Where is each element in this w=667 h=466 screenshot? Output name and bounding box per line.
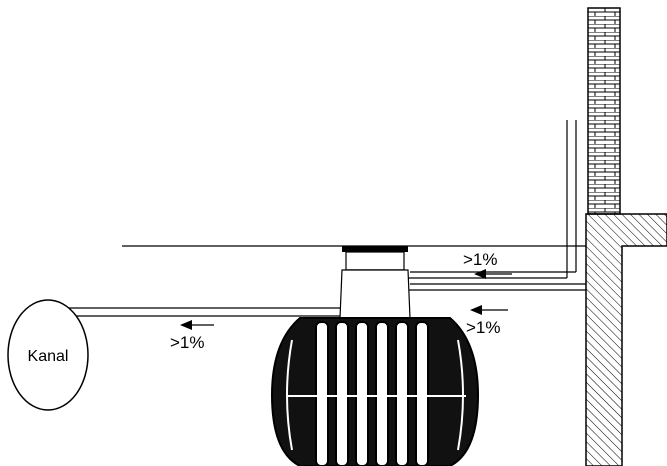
slope-label-overflow: >1% bbox=[170, 333, 205, 352]
slope-indicator-overflow: >1% bbox=[170, 320, 214, 352]
sewer-ellipse bbox=[7, 299, 89, 411]
slope-label-house: >1% bbox=[466, 318, 501, 337]
roof-downpipe bbox=[566, 120, 577, 278]
slope-indicator-roof: >1% bbox=[463, 250, 512, 279]
slope-label-roof: >1% bbox=[463, 250, 498, 269]
cistern-tank bbox=[270, 317, 480, 466]
sewer-label: Kanal bbox=[28, 348, 69, 365]
brick-wall bbox=[587, 7, 621, 215]
tank-dome bbox=[339, 246, 411, 319]
overflow-pipe bbox=[66, 307, 342, 317]
slope-indicator-house: >1% bbox=[466, 305, 508, 337]
building-foundation bbox=[585, 213, 667, 466]
